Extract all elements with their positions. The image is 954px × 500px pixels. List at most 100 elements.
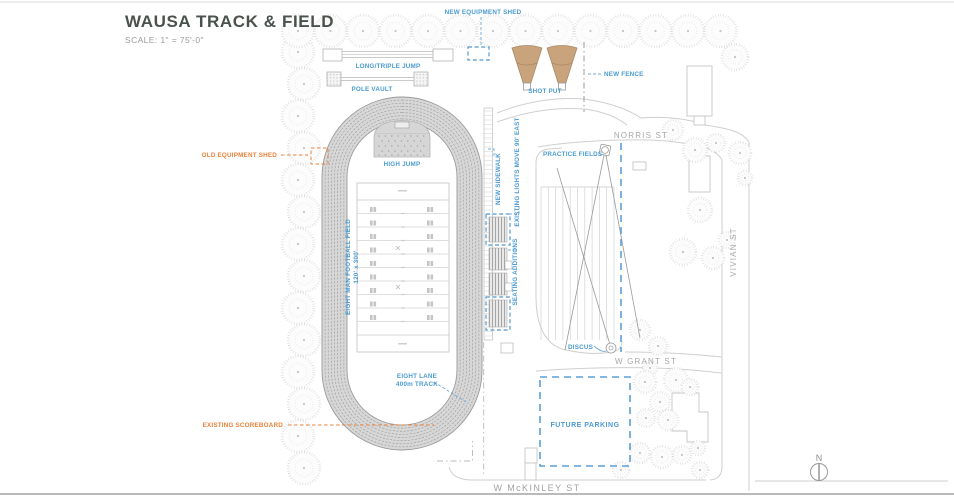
tree-trunk: [297, 307, 299, 309]
yard-number: [370, 207, 373, 212]
high-jump-dot: [404, 135, 406, 137]
football-field: [357, 183, 449, 352]
yard-number: [431, 248, 434, 253]
yard-number: [427, 302, 430, 307]
tree-trunk: [622, 30, 624, 32]
vault-pit: [414, 72, 428, 86]
high-jump-dot: [394, 150, 396, 152]
high-jump-dot: [410, 154, 412, 156]
tree: [651, 446, 673, 468]
tree: [282, 164, 314, 196]
label-pole-vault: POLE VAULT: [352, 86, 393, 93]
tree-trunk: [672, 129, 674, 131]
label-future-parking: FUTURE PARKING: [550, 422, 619, 429]
high-jump-dot: [378, 135, 380, 137]
tree-trunk: [649, 367, 651, 369]
tree: [640, 15, 672, 47]
high-jump-dot: [397, 135, 399, 137]
tree-trunk: [303, 147, 305, 149]
high-jump-dot: [417, 154, 419, 156]
tree-trunk: [303, 339, 305, 341]
tree: [282, 292, 314, 324]
label-seating-additions: SEATING ADDITIONS: [512, 238, 519, 305]
high-jump-dot: [394, 140, 396, 142]
high-jump-dot: [385, 145, 387, 147]
tree-trunk: [659, 401, 661, 403]
yard-number: [370, 288, 373, 293]
tree: [670, 239, 696, 265]
hash-mark: [401, 213, 405, 214]
high-jump-pad: [374, 121, 430, 158]
high-jump-dot: [420, 140, 422, 142]
high-jump-dot: [391, 135, 393, 137]
tree: [673, 446, 691, 464]
long-triple-jump-runway: [323, 49, 453, 61]
yard-number: [370, 248, 373, 253]
yard-number: [374, 248, 377, 253]
tree-trunk: [589, 30, 591, 32]
high-jump-dot: [404, 154, 406, 156]
high-jump-dot: [397, 154, 399, 156]
yard-number: [427, 221, 430, 226]
label-football-field-line1: EIGHT MAN FOOTBALL FIELD: [345, 219, 352, 315]
discus-leader: [594, 346, 606, 351]
tree-trunk: [654, 30, 656, 32]
high-jump-dot: [417, 135, 419, 137]
label-long-triple-jump: LONG/TRIPLE JUMP: [356, 63, 421, 70]
tree: [510, 15, 542, 47]
bleacher-section: [489, 273, 507, 295]
tree: [288, 388, 320, 420]
yard-number: [431, 302, 434, 307]
tree: [634, 371, 656, 393]
tree: [688, 198, 712, 222]
tree-trunk: [726, 239, 728, 241]
tree: [282, 228, 314, 260]
tree: [288, 132, 320, 164]
street-label-vivian: VIVIAN ST: [729, 227, 738, 276]
shot-put-sector: [547, 46, 577, 91]
shot-put-sectors: [512, 46, 577, 91]
yard-number: [374, 302, 377, 307]
tree: [282, 356, 314, 388]
practice-field-west-curb: [536, 148, 562, 296]
discus-circle-south: [606, 343, 616, 353]
building-outline: [633, 162, 646, 170]
yard-number: [370, 315, 373, 320]
yard-number: [374, 288, 377, 293]
tree: [542, 15, 574, 47]
tree: [658, 410, 678, 430]
tree-trunk: [645, 417, 647, 419]
yard-number: [427, 275, 430, 280]
tree-trunk: [661, 456, 663, 458]
high-jump-dot: [420, 150, 422, 152]
tree-trunk: [657, 345, 659, 347]
high-jump-dot: [401, 150, 403, 152]
yard-number: [431, 207, 434, 212]
tree: [380, 15, 412, 47]
tree-trunk: [734, 56, 736, 58]
high-jump-dot: [417, 145, 419, 147]
yard-number: [374, 207, 377, 212]
tree-trunk: [739, 152, 741, 154]
yard-number: [370, 221, 373, 226]
tree-trunk: [644, 381, 646, 383]
tree-trunk: [297, 115, 299, 117]
high-jump-dot: [423, 145, 425, 147]
tree-trunk: [297, 371, 299, 373]
yard-number: [427, 234, 430, 239]
yard-number: [374, 315, 377, 320]
label-track-line1: EIGHT LANE: [397, 373, 437, 380]
tree-trunk: [459, 30, 461, 32]
tree-trunk: [427, 30, 429, 32]
high-jump-dot: [391, 154, 393, 156]
high-jump-dot: [413, 150, 415, 152]
tree-trunk: [697, 447, 699, 449]
hash-mark: [401, 267, 405, 268]
tree: [705, 15, 737, 47]
label-high-jump: HIGH JUMP: [384, 161, 421, 168]
high-jump-dot: [381, 150, 383, 152]
mckinley-st-north-curb: [449, 467, 706, 480]
tree: [575, 15, 607, 47]
building-outline: [525, 448, 537, 463]
